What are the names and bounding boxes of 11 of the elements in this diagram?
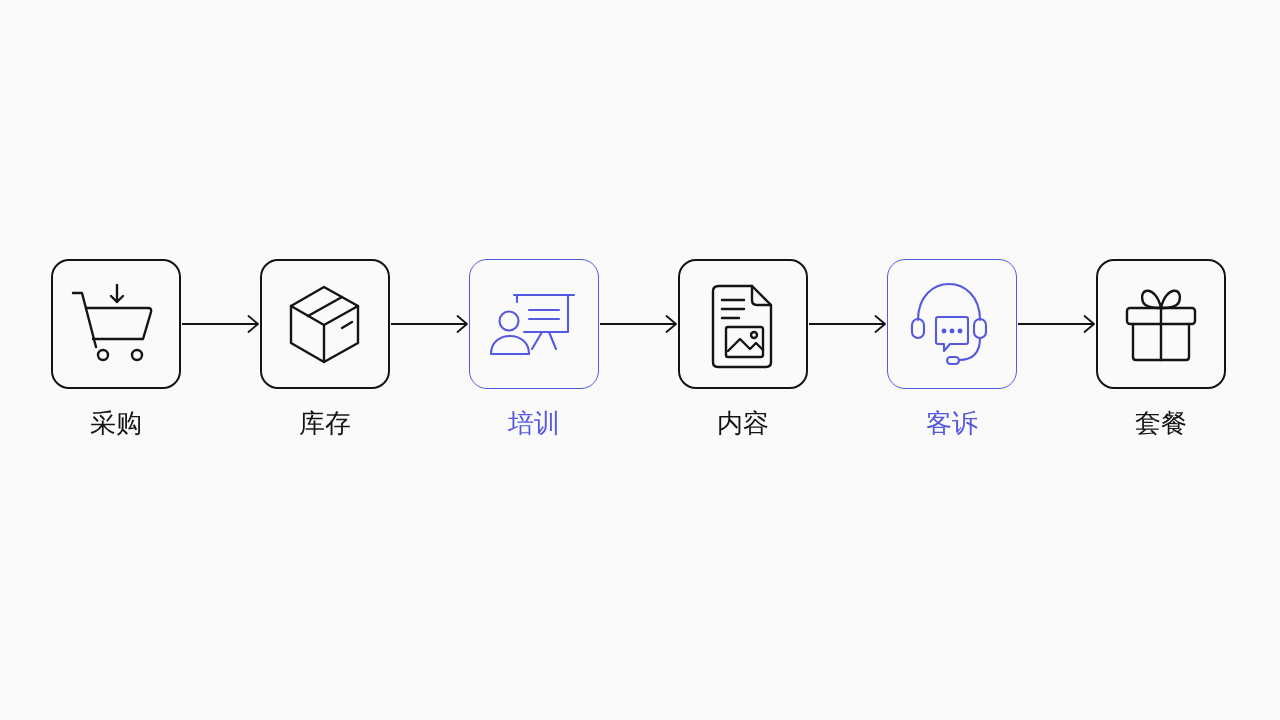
arrow [1017,315,1095,333]
node-label: 库存 [299,407,351,439]
arrow [181,315,259,333]
node-label: 培训 [508,407,560,439]
node-label: 内容 [717,407,769,439]
arrow [808,315,886,333]
node-label: 采购 [90,407,142,439]
arrow [390,315,468,333]
arrow [599,315,677,333]
node-label: 套餐 [1135,407,1187,439]
node-label: 客诉 [926,407,978,439]
